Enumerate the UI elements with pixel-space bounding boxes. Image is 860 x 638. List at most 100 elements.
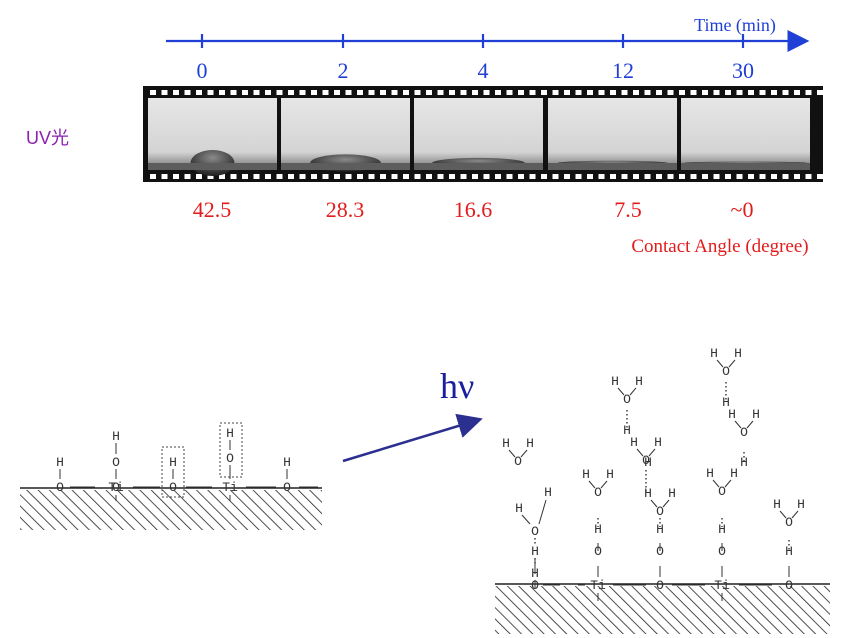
perforation — [253, 90, 260, 95]
perforation — [748, 90, 754, 95]
perforation — [161, 90, 168, 95]
perforation — [334, 174, 340, 179]
perforation — [357, 90, 363, 95]
atom-h: H — [611, 374, 619, 389]
film-frame — [681, 98, 810, 170]
covalent-bond — [629, 387, 637, 396]
atom-o: O — [169, 480, 177, 495]
atom-o: O — [594, 485, 602, 500]
perforation — [230, 174, 237, 179]
atom-h: H — [656, 522, 664, 537]
perforation — [805, 174, 812, 179]
frame-substrate — [414, 163, 543, 170]
covalent-bond — [662, 499, 670, 508]
time-tick-label: 2 — [338, 58, 349, 83]
atom-h: H — [706, 466, 714, 481]
perforation — [207, 90, 214, 95]
atom-h: H — [785, 544, 793, 559]
atom-h: H — [283, 455, 291, 470]
atom-h: H — [644, 455, 652, 470]
atom-o: O — [656, 578, 664, 593]
perforation — [219, 90, 225, 95]
perforation — [334, 90, 340, 95]
perforation — [621, 174, 628, 179]
perforation — [759, 90, 766, 95]
film-frame — [548, 98, 677, 170]
perforation — [506, 90, 513, 95]
atom-h: H — [654, 435, 662, 450]
perforation — [621, 90, 628, 95]
atom-h: H — [606, 467, 614, 482]
substrate-hatch-right — [495, 586, 830, 634]
perforation — [644, 90, 651, 95]
covalent-bond — [636, 448, 644, 457]
atom-ti: Ti — [108, 480, 124, 495]
perforation — [702, 90, 708, 95]
perforation — [725, 174, 731, 179]
atom-ti: Ti — [590, 578, 606, 593]
perforation — [196, 90, 202, 95]
frame-background — [681, 98, 810, 170]
perforation — [529, 174, 536, 179]
perforation — [587, 174, 593, 179]
time-tick-label: 30 — [732, 58, 754, 83]
atom-h: H — [730, 466, 738, 481]
perforation — [150, 174, 156, 179]
atom-o: O — [514, 454, 522, 469]
time-tick-label: 12 — [612, 58, 634, 83]
perforation — [667, 90, 674, 95]
perforation — [575, 90, 582, 95]
covalent-bond — [538, 499, 547, 525]
contact-angle-label: Contact Angle (degree) — [631, 236, 808, 257]
contact-angle-value: ~0 — [731, 197, 754, 222]
perforation — [598, 90, 605, 95]
hydrophilic-surface-diagram: OOOTiTiHHOHHHHOOHHHOOHHHOHHHOHHHOOHHHOHH… — [495, 346, 830, 634]
perforation — [472, 174, 478, 179]
atom-o: O — [656, 504, 664, 519]
perforation — [679, 90, 685, 95]
perforation — [587, 90, 593, 95]
perforation — [794, 174, 800, 179]
perforation — [633, 174, 639, 179]
atom-h: H — [740, 455, 748, 470]
perforation — [196, 174, 202, 179]
covalent-bond — [746, 420, 754, 429]
perforation — [288, 90, 294, 95]
atom-o: O — [226, 451, 234, 466]
atom-o: O — [56, 480, 64, 495]
covalent-bond — [712, 479, 720, 488]
frame-substrate — [148, 163, 277, 170]
perforation — [483, 174, 490, 179]
perforation — [391, 174, 398, 179]
atom-h: H — [773, 497, 781, 512]
perforation — [817, 90, 823, 95]
perforation — [483, 90, 490, 95]
film-frame — [148, 98, 277, 176]
perforation — [391, 90, 398, 95]
hv-label: hν — [440, 366, 474, 406]
atom-h: H — [226, 426, 234, 441]
film-perforations — [150, 90, 823, 179]
covalent-bond — [779, 510, 787, 519]
covalent-bond — [791, 510, 799, 519]
covalent-bond — [648, 448, 656, 457]
perforation — [322, 90, 329, 95]
perforation — [265, 90, 271, 95]
perforation — [782, 174, 789, 179]
film-frame — [414, 98, 543, 170]
perforation — [541, 174, 547, 179]
perforation — [690, 174, 697, 179]
atom-h: H — [734, 346, 742, 361]
perforation — [771, 174, 777, 179]
frame-substrate — [548, 163, 677, 170]
atom-h: H — [515, 501, 523, 516]
atom-h: H — [56, 455, 64, 470]
perforation — [299, 90, 306, 95]
contact-angle-value: 7.5 — [614, 197, 642, 222]
atom-o: O — [656, 544, 664, 559]
perforation — [414, 90, 421, 95]
perforation — [679, 174, 685, 179]
perforation — [656, 174, 662, 179]
